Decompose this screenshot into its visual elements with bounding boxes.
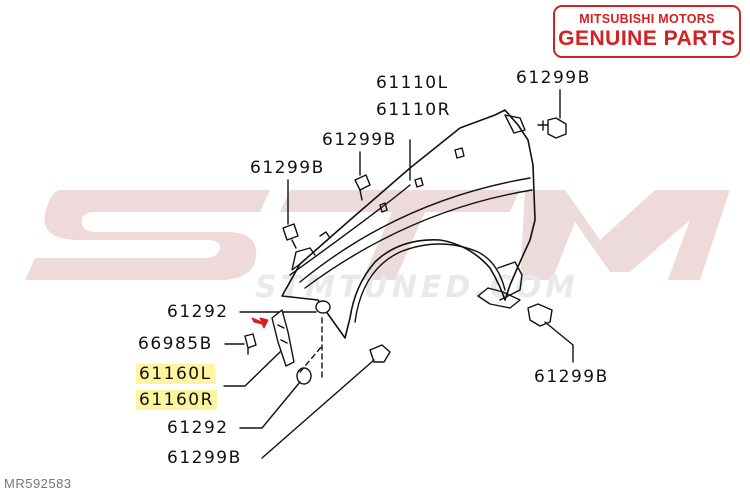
bolt-bottom-icon: [369, 344, 391, 363]
label-grommet-bottom: 61292: [167, 418, 229, 438]
label-bracket-r: 61160R: [136, 390, 217, 410]
label-bolt-top-right: 61299B: [516, 68, 591, 88]
clip-icon: [244, 333, 257, 355]
diagram-part-number: MR592583: [4, 476, 72, 491]
badge-title: GENUINE PARTS: [558, 27, 736, 50]
bolt-upper-left-icon: [282, 223, 299, 249]
bracket-icon: [271, 309, 295, 367]
label-bolt-lower-right: 61299B: [534, 367, 609, 387]
grommet-top-icon: [315, 300, 331, 314]
label-grommet-top: 61292: [167, 302, 229, 322]
label-bolt-upper-mid: 61299B: [322, 130, 397, 150]
badge-brand: MITSUBISHI MOTORS: [579, 12, 715, 26]
bolt-lower-right-icon: [527, 303, 553, 327]
label-fender-l: 61110L: [376, 73, 449, 93]
label-bolt-bottom: 61299B: [167, 448, 242, 468]
red-arrow-icon: [251, 317, 269, 329]
front-fender-part: [281, 109, 536, 339]
genuine-parts-badge: MITSUBISHI MOTORS GENUINE PARTS: [553, 5, 741, 58]
bolt-top-right-icon: [537, 117, 567, 139]
label-fender-r: 61110R: [376, 100, 451, 120]
bolt-upper-mid-icon: [354, 174, 371, 201]
grommet-bottom-icon: [296, 367, 312, 385]
label-bracket-l: 61160L: [136, 364, 215, 384]
label-bolt-upper-left: 61299B: [250, 158, 325, 178]
label-clip: 66985B: [138, 334, 213, 354]
